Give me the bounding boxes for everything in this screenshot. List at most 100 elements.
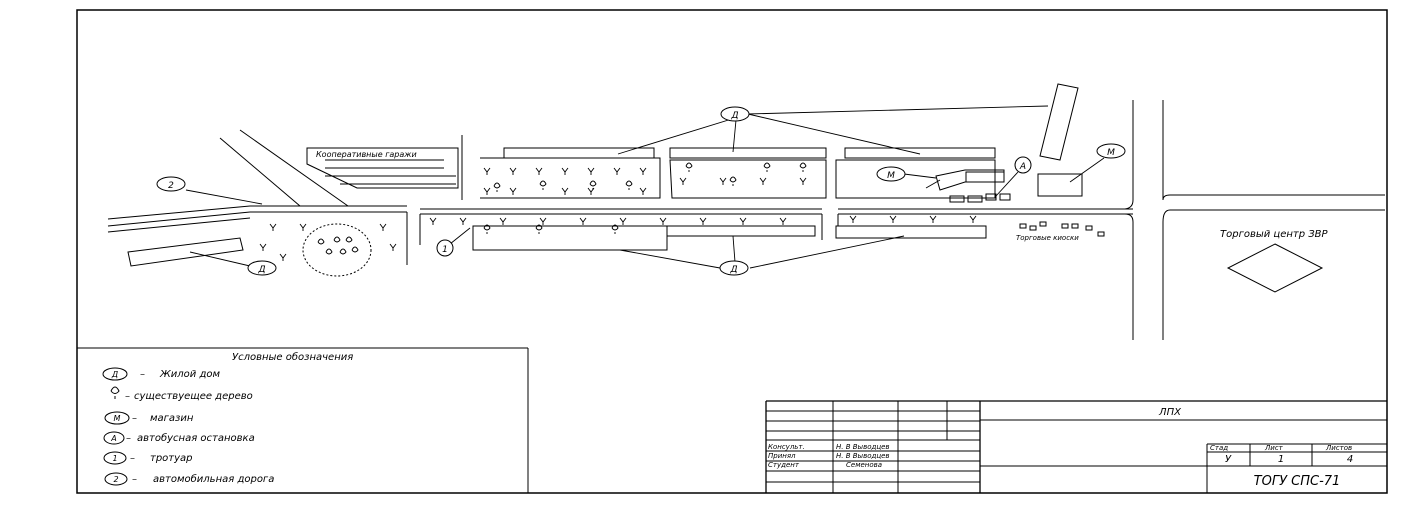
organization: ТОГУ СПС-71 xyxy=(1254,474,1341,489)
legend: Условные обозначения Д – Жилой дом – сущ… xyxy=(77,347,529,493)
svg-text:Жилой дом: Жилой дом xyxy=(159,369,220,380)
svg-text:М: М xyxy=(114,414,121,423)
svg-text:тротуар: тротуар xyxy=(150,453,193,464)
svg-text:1: 1 xyxy=(442,245,448,255)
legend-item-bus-stop: А – автобусная остановка xyxy=(103,431,255,445)
house-building xyxy=(666,225,816,237)
person-accepted: Н. В Выводцев xyxy=(836,452,890,460)
legend-item-road: 2 – автомобильная дорога xyxy=(104,472,274,486)
svg-text:магазин: магазин xyxy=(150,413,194,424)
house-building xyxy=(669,147,827,159)
marker-house-bottom: Д xyxy=(719,260,749,276)
svg-text:–: – xyxy=(132,474,137,485)
legend-title: Условные обозначения xyxy=(232,351,353,363)
kiosk xyxy=(1019,223,1027,229)
house-building xyxy=(844,147,996,159)
tree-icon xyxy=(110,386,120,399)
role-consultant: Консульт. xyxy=(768,443,805,451)
svg-text:автобусная остановка: автобусная остановка xyxy=(137,432,255,444)
legend-item-sidewalk: 1 – тротуар xyxy=(103,451,193,465)
stage-value: У xyxy=(1225,454,1232,465)
drawing-name: ЛПХ xyxy=(1158,407,1182,418)
kiosk xyxy=(1097,231,1105,237)
svg-text:Д: Д xyxy=(730,111,738,121)
green-area xyxy=(480,157,661,199)
road-curve xyxy=(1162,194,1171,201)
bus-stop-building xyxy=(949,195,965,203)
drawing-frame xyxy=(76,9,1388,494)
marker-house-left: Д xyxy=(247,260,277,276)
svg-text:–: – xyxy=(126,433,131,444)
road-line xyxy=(107,217,251,233)
shop-building xyxy=(965,171,1005,183)
legend-item-tree: – существуещее дерево xyxy=(110,386,253,402)
svg-text:М: М xyxy=(887,171,895,181)
green-area xyxy=(835,159,996,199)
house-building xyxy=(835,225,987,239)
svg-text:2: 2 xyxy=(168,181,174,191)
svg-text:существуещее дерево: существуещее дерево xyxy=(134,391,253,402)
marker-house-top: Д xyxy=(720,106,750,122)
kiosk xyxy=(1029,225,1037,231)
svg-text:–: – xyxy=(125,391,130,402)
shop-building xyxy=(935,169,1005,191)
kiosks-label: Торговые киоски xyxy=(1016,234,1079,242)
road-curve xyxy=(1124,199,1134,210)
kiosk xyxy=(1085,225,1093,231)
stage-header: Стад xyxy=(1210,444,1228,452)
sheets-header: Листов xyxy=(1325,444,1352,452)
road-line xyxy=(219,137,301,207)
road-line xyxy=(107,205,251,220)
svg-text:–: – xyxy=(130,453,135,464)
marker-shop-2: М xyxy=(1096,143,1126,159)
buildings xyxy=(127,83,1324,293)
kiosk xyxy=(1039,221,1047,227)
svg-text:А: А xyxy=(1019,162,1026,172)
role-student: Студент xyxy=(768,461,800,469)
bus-stop-building xyxy=(999,193,1011,201)
house-building xyxy=(1039,83,1079,161)
svg-text:автомобильная дорога: автомобильная дорога xyxy=(153,473,274,485)
road-line xyxy=(239,129,349,207)
roads xyxy=(107,100,1385,340)
marker-bus-stop: А xyxy=(1014,156,1032,174)
mall-label: Торговый центр ЗВР xyxy=(1220,229,1329,240)
svg-text:Д: Д xyxy=(729,265,737,275)
svg-text:Д: Д xyxy=(257,265,265,275)
svg-text:М: М xyxy=(1107,148,1115,158)
marker-sidewalk: 1 xyxy=(436,239,454,257)
house-building xyxy=(472,225,668,251)
house-building xyxy=(127,237,244,267)
mall-building xyxy=(1226,243,1324,293)
marker-road: 2 xyxy=(156,176,186,192)
kiosk xyxy=(1071,223,1079,229)
svg-text:–: – xyxy=(140,369,145,380)
green-area xyxy=(669,159,827,199)
shop-building xyxy=(1037,173,1083,197)
svg-text:А: А xyxy=(110,434,116,443)
garages-label: Кооперативные гаражи xyxy=(316,150,417,159)
sheet-value: 1 xyxy=(1278,454,1284,465)
person-consultant: Н. В Выводцев xyxy=(836,443,890,451)
svg-text:–: – xyxy=(132,413,137,424)
road-curve xyxy=(1124,213,1134,223)
person-student: Семенова xyxy=(846,461,882,469)
svg-text:Д: Д xyxy=(111,370,118,379)
garages-building xyxy=(306,147,459,189)
kiosk xyxy=(1061,223,1069,229)
sheet-header: Лист xyxy=(1264,444,1284,452)
title-block: ЛПХ Консульт. Принял Студент Н. В Выводц… xyxy=(765,400,1387,493)
garden-circle xyxy=(302,223,372,277)
sheets-value: 4 xyxy=(1347,454,1353,465)
legend-item-house: Д – Жилой дом xyxy=(102,367,220,381)
road-line xyxy=(107,211,251,227)
role-accepted: Принял xyxy=(768,452,796,460)
leader-lines xyxy=(185,105,1105,269)
bus-stop-building xyxy=(985,193,997,201)
marker-shop-1: М xyxy=(876,166,906,182)
svg-text:1: 1 xyxy=(112,454,117,463)
bus-stop-building xyxy=(967,195,983,203)
legend-item-shop: М – магазин xyxy=(104,411,194,425)
svg-text:2: 2 xyxy=(113,475,118,484)
